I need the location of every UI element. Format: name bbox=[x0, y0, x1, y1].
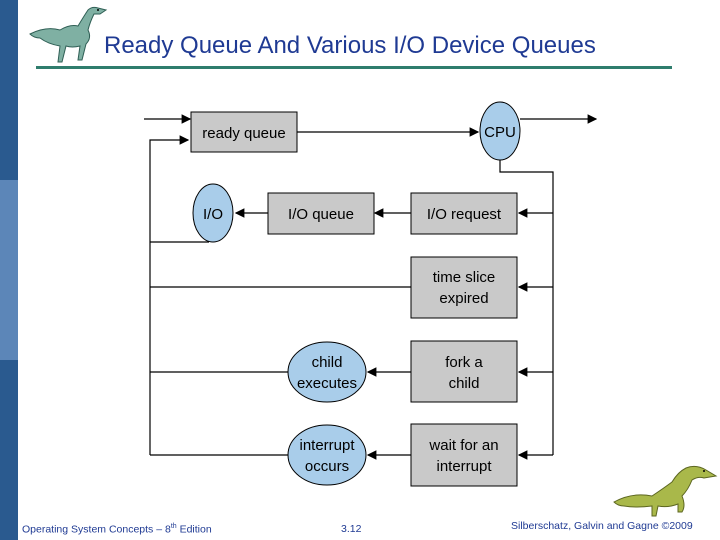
label-ready-queue: ready queue bbox=[202, 125, 285, 142]
label-child-executes-line2: executes bbox=[297, 375, 357, 392]
label-io-queue: I/O queue bbox=[288, 206, 354, 223]
footer-book-title-main: Operating System Concepts – 8 bbox=[22, 523, 171, 536]
label-fork-line1: fork a bbox=[445, 354, 483, 371]
interrupt-occurs-circle bbox=[287, 424, 367, 486]
label-child-executes-line1: child bbox=[312, 354, 343, 371]
footer-book-title: Operating System Concepts – 8th Edition bbox=[22, 523, 212, 536]
label-fork-line2: child bbox=[449, 375, 480, 392]
title-rule bbox=[36, 66, 672, 69]
slide-title: Ready Queue And Various I/O Device Queue… bbox=[104, 32, 596, 59]
label-cpu: CPU bbox=[484, 124, 516, 141]
cpu-output-bus bbox=[499, 160, 554, 455]
footer-authors: Silberschatz, Galvin and Gagne ©2009 bbox=[511, 520, 693, 532]
sidebar-band bbox=[0, 0, 18, 540]
io-queue-box bbox=[267, 192, 375, 235]
label-interrupt-occurs-line1: interrupt bbox=[299, 437, 355, 454]
sidebar-band-middle bbox=[0, 180, 18, 360]
label-io: I/O bbox=[203, 206, 223, 223]
footer-page-number: 3.12 bbox=[341, 523, 362, 535]
label-time-slice-line2: expired bbox=[439, 290, 488, 307]
label-time-slice-line1: time slice bbox=[433, 269, 496, 286]
label-interrupt-occurs-line2: occurs bbox=[305, 458, 349, 475]
time-slice-box bbox=[410, 256, 518, 319]
wait-interrupt-box bbox=[410, 423, 518, 487]
dinosaur-logo-top bbox=[29, 6, 108, 63]
dinosaur-logo-bottom bbox=[613, 465, 718, 517]
return-bus-to-ready-queue bbox=[149, 135, 190, 455]
io-request-box bbox=[410, 192, 518, 235]
io-circle bbox=[192, 183, 234, 243]
label-io-request: I/O request bbox=[427, 206, 502, 223]
sidebar-band-bottom bbox=[0, 360, 18, 540]
ready-queue-box bbox=[190, 111, 298, 153]
cpu-circle bbox=[479, 101, 521, 161]
fork-child-box bbox=[410, 340, 518, 403]
diagram-backdrop bbox=[143, 100, 605, 492]
child-executes-circle bbox=[287, 341, 367, 403]
footer-book-title-sup: th bbox=[170, 523, 177, 530]
label-wait-interrupt-line1: wait for an bbox=[428, 437, 498, 454]
sidebar-band-top bbox=[0, 0, 18, 180]
footer-book-title-suffix: Edition bbox=[176, 523, 212, 536]
label-wait-interrupt-line2: interrupt bbox=[436, 458, 492, 475]
